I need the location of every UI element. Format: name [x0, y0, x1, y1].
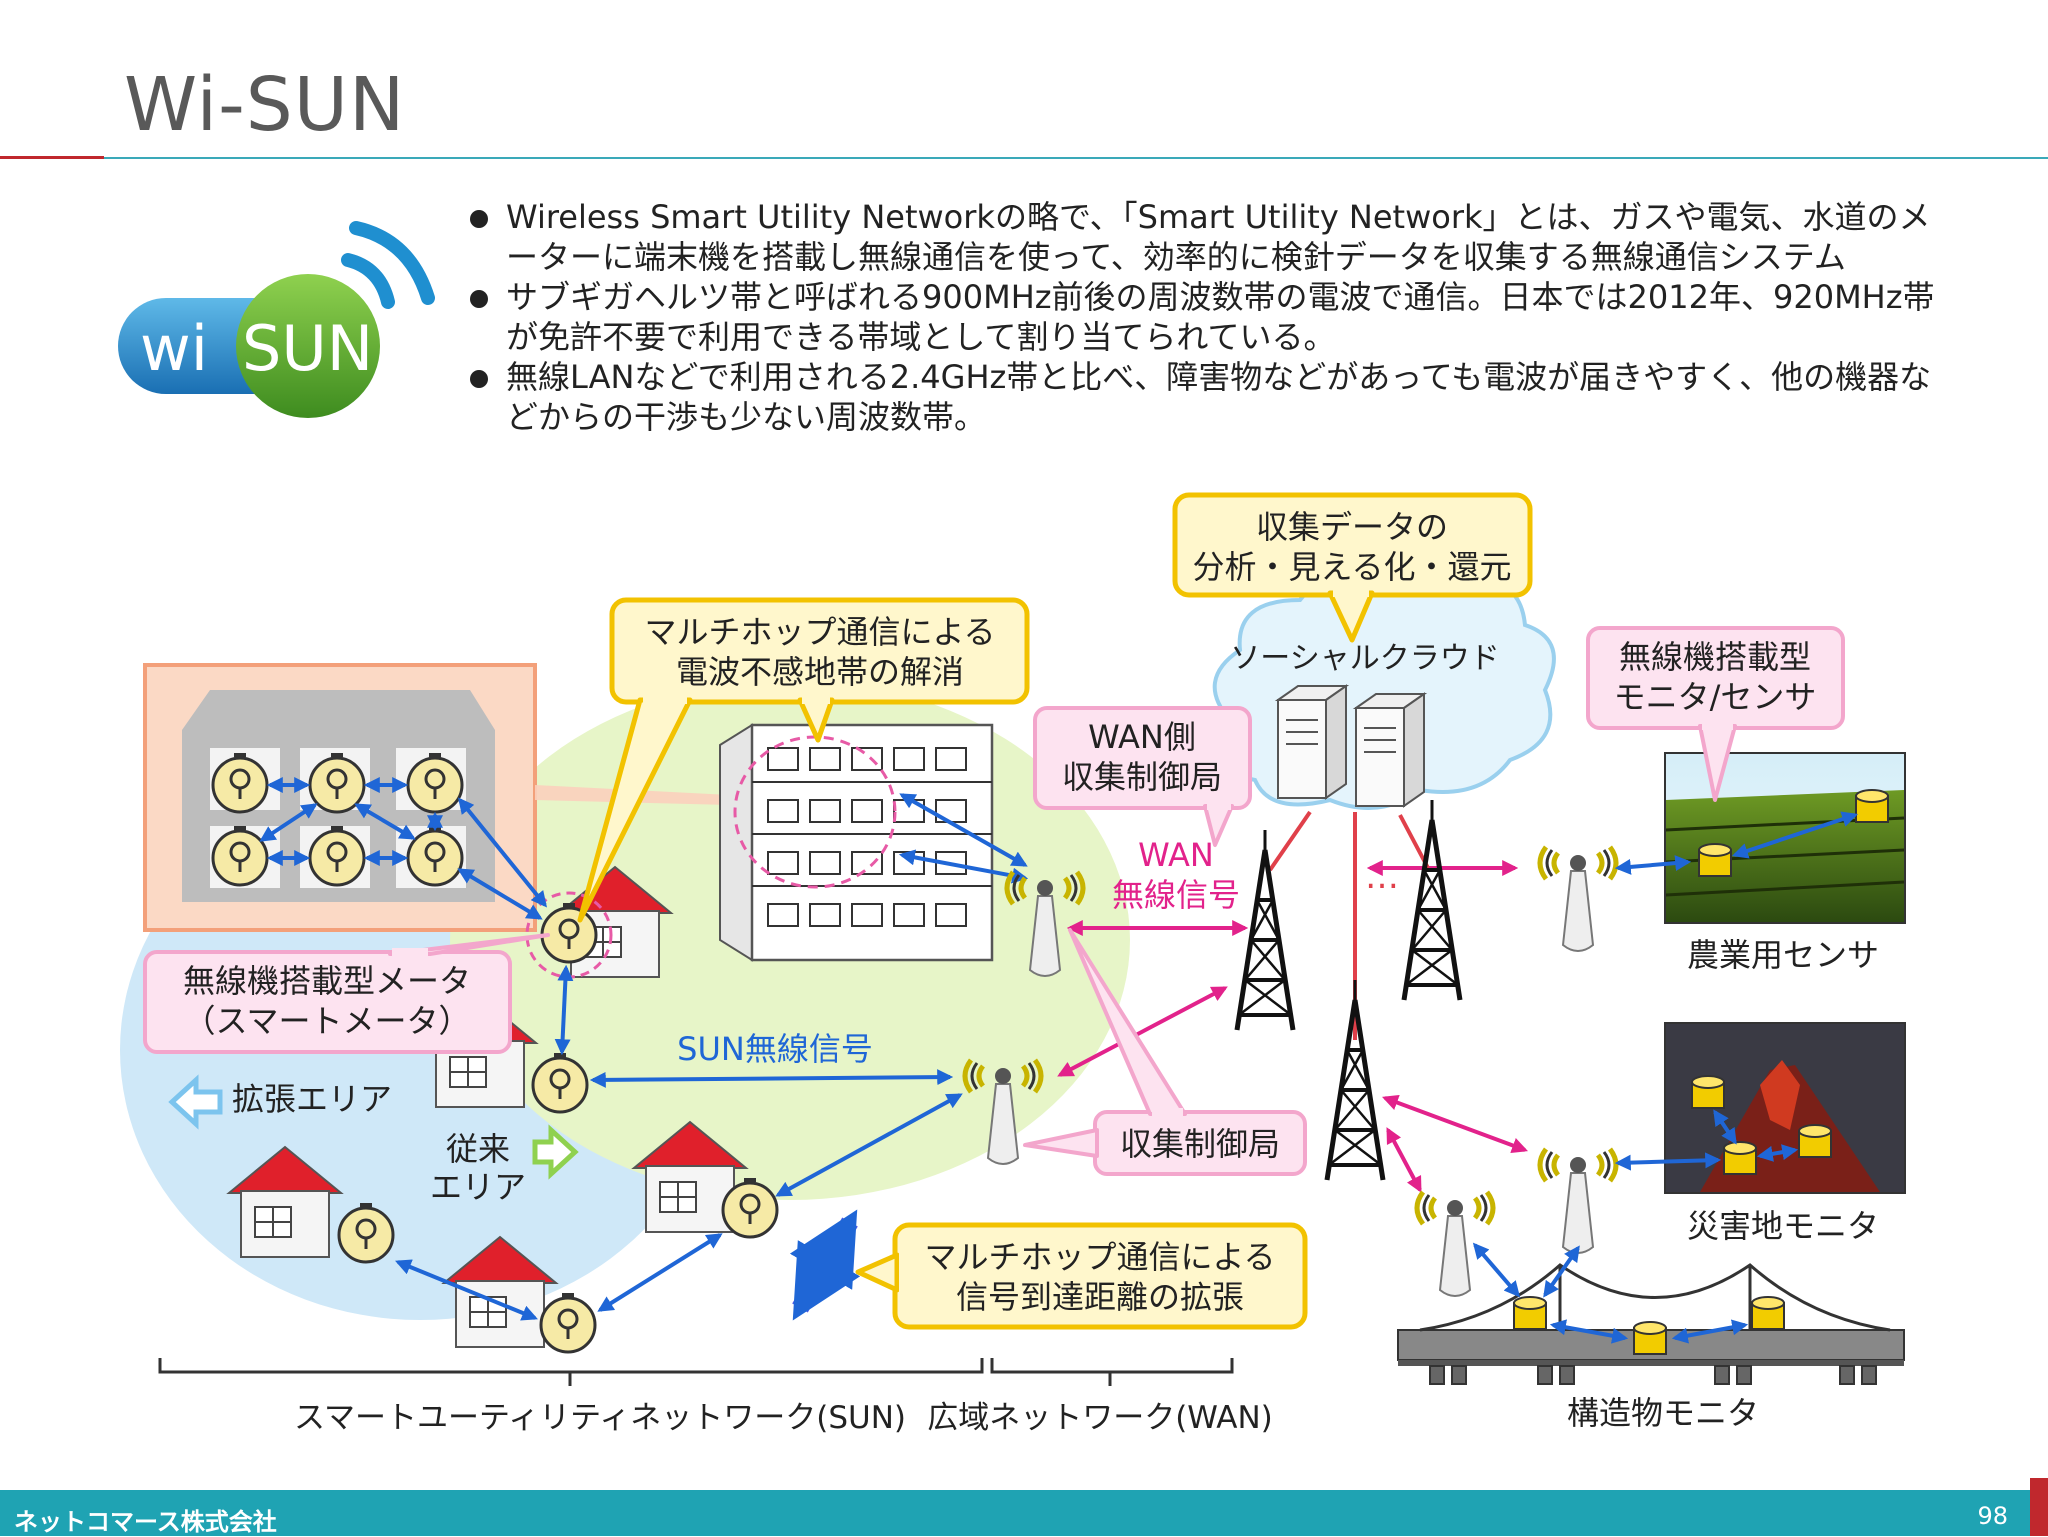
backbone-links [1268, 810, 1430, 1040]
sensor-icon [1798, 1124, 1832, 1158]
sun-mesh-links [259, 777, 1029, 1321]
callout-cloud-text: 収集データの [1256, 508, 1448, 546]
callout-wan-station: WAN側 収集制御局 [1033, 706, 1252, 847]
agri-link [1614, 855, 1692, 875]
title-rule [104, 157, 2048, 159]
slide-title: Wi-SUN [124, 62, 406, 148]
wan-antenna-icon [1417, 1192, 1493, 1296]
bullet-list: Wireless Smart Utility Networkの略で、「Smart… [468, 197, 1948, 437]
wan-signal-label: 無線信号 [1112, 876, 1240, 914]
disaster-monitor-label: 災害地モニタ [1687, 1207, 1879, 1245]
callout-smart-meter-text: 無線機搭載型メータ [183, 962, 471, 1000]
callout-distance-text: マルチホップ通信による [924, 1238, 1275, 1276]
legacy-arrow-icon [532, 1124, 579, 1180]
bridge-structure [1397, 1242, 1905, 1385]
callout-wireless-monitor-text: モニタ/センサ [1614, 678, 1817, 716]
wifi-arc-outer-icon [349, 221, 435, 305]
wan-bracket [990, 1358, 1234, 1386]
sun-signal-label: SUN無線信号 [677, 1030, 873, 1068]
server-icon [1352, 692, 1428, 808]
footer-bar [0, 1490, 2048, 1536]
wisun-logo: wi SUN [118, 221, 435, 418]
wan-antenna-icon [1540, 1149, 1616, 1253]
apartment-building [719, 723, 994, 962]
agri-sensor-label: 農業用センサ [1687, 936, 1879, 974]
meter-icon [539, 1293, 597, 1354]
agri-panel [1664, 752, 1906, 924]
bullet-item: Wireless Smart Utility Networkの略で、「Smart… [468, 197, 1948, 277]
wifi-arc-inner-icon [341, 253, 395, 309]
callout-wan-station-text: WAN側 [1088, 718, 1196, 756]
callout-cloud-text: 分析・見える化・還元 [1192, 548, 1511, 586]
cloud-label: ソーシャルクラウド [1230, 641, 1499, 676]
callout-collection-station: 収集制御局 [1023, 928, 1307, 1176]
wan-tower-icon [1327, 980, 1383, 1180]
sensor-icon [1698, 843, 1732, 877]
callout-multihop-text: 電波不感地帯の解消 [676, 653, 964, 691]
network-diagram: … [120, 492, 1906, 1436]
sensor-icon [1691, 1075, 1725, 1109]
wan-tower-icon [1404, 800, 1460, 1000]
callout-cloud-data: 収集データの 分析・見える化・還元 [1172, 492, 1533, 643]
distance-extension-arrow [789, 1209, 861, 1321]
sensor-icon [1855, 789, 1889, 823]
structure-monitor-label: 構造物モニタ [1567, 1394, 1759, 1432]
sensor-icon [1513, 1296, 1547, 1330]
wan-tower-icon [1237, 830, 1293, 1030]
callout-smart-meter: 無線機搭載型メータ （スマートメータ） [143, 933, 550, 1054]
footer-accent [2030, 1478, 2048, 1536]
callout-distance-text: 信号到達距離の拡張 [956, 1278, 1244, 1316]
bullet-item: サブギガヘルツ帯と呼ばれる900MHz前後の周波数帯の電波で通信。日本では201… [468, 277, 1948, 357]
footer-company: ネットコマース株式会社 [14, 1508, 277, 1536]
callout-multihop-deadzone: マルチホップ通信による 電波不感地帯の解消 [577, 597, 1030, 923]
expansion-area-label: 拡張エリア [232, 1080, 392, 1118]
sensor-icon [1723, 1141, 1757, 1175]
callout-wireless-monitor-text: 無線機搭載型 [1619, 638, 1811, 676]
callout-distance-extension: マルチホップ通信による 信号到達距離の拡張 [855, 1222, 1308, 1330]
legacy-area-label: 従来 [446, 1130, 510, 1168]
sun-bracket [158, 1358, 984, 1386]
callout-multihop-text: マルチホップ通信による [644, 613, 995, 651]
logo-text-sun: SUN [242, 312, 373, 385]
ellipsis-label: … [1365, 857, 1399, 897]
legacy-area-label: エリア [430, 1168, 526, 1206]
wan-bracket-label: 広域ネットワーク(WAN) [927, 1400, 1273, 1436]
title-rule-accent [0, 156, 104, 159]
callout-wireless-monitor: 無線機搭載型 モニタ/センサ [1586, 626, 1845, 802]
callout-collection-station-text: 収集制御局 [1120, 1125, 1280, 1163]
disaster-panel [1664, 1022, 1906, 1194]
page-number: 98 [1977, 1502, 2008, 1530]
logo-text-wi: wi [140, 312, 208, 385]
callout-wan-station-text: 収集制御局 [1062, 758, 1222, 796]
sun-bracket-label: スマートユーティリティネットワーク(SUN) [294, 1400, 906, 1436]
server-icon [1274, 684, 1350, 800]
bullet-item: 無線LANなどで利用される2.4GHz帯と比べ、障害物などがあっても電波が届きや… [468, 357, 1948, 437]
wan-signal-label: WAN [1138, 836, 1214, 874]
disaster-link [1614, 1152, 1722, 1171]
wan-antenna-icon [1540, 847, 1616, 951]
sensor-icon [1633, 1321, 1667, 1355]
expansion-arrow-icon [168, 1074, 223, 1130]
callout-smart-meter-text: （スマートメータ） [183, 1002, 470, 1040]
wan-links [1057, 860, 1528, 1193]
sensor-icon [1751, 1296, 1785, 1330]
